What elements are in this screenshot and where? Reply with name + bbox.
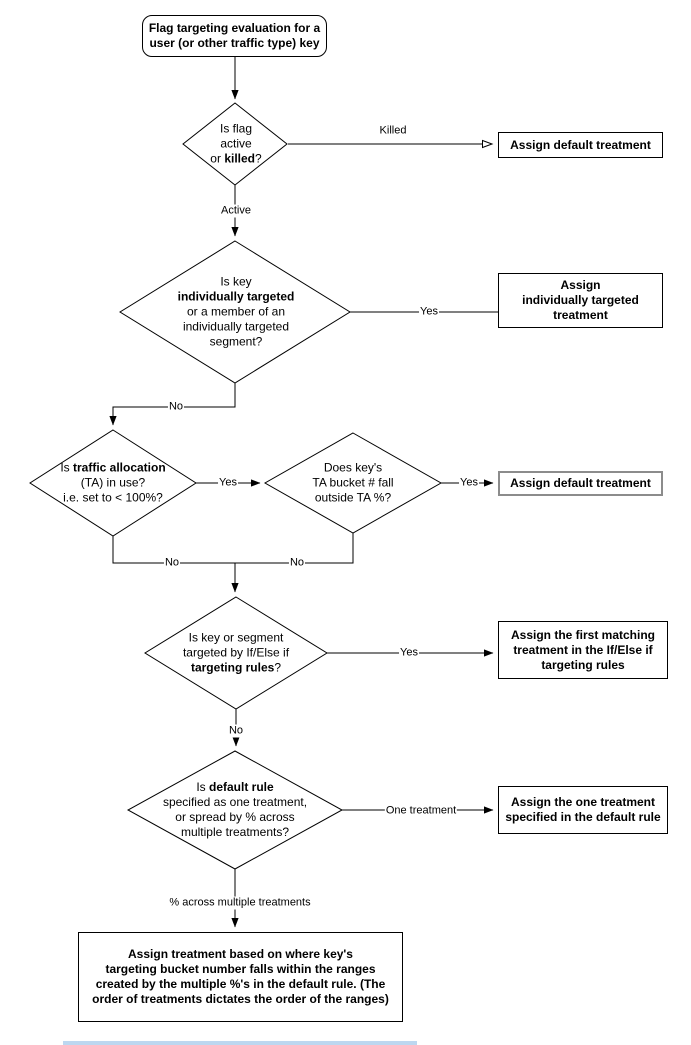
decision-traffic-allocation-shape xyxy=(29,429,197,537)
decision-flag-active-shape xyxy=(182,102,288,186)
edge-label-yes-ta: Yes xyxy=(218,476,238,490)
outcome-label: Assign treatment based on where key's ta… xyxy=(92,947,389,1006)
edge-label-yes-rules: Yes xyxy=(399,646,419,660)
outcome-default-treatment-killed: Assign default treatment xyxy=(498,132,663,158)
edge-no-ta-merge-left xyxy=(112,536,235,564)
edge-label-active: Active xyxy=(220,204,252,218)
edge-label-no-ta: No xyxy=(163,556,181,570)
edge-label-yes-bucket: Yes xyxy=(459,476,479,490)
outcome-one-treatment: Assign the one treatment specified in th… xyxy=(498,786,668,834)
decision-individually-targeted-shape xyxy=(119,240,351,384)
edge-label-no-individual: No xyxy=(167,400,185,414)
horizontal-scrollbar-thumb[interactable] xyxy=(63,1041,417,1045)
outcome-bucket-ranges: Assign treatment based on where key's ta… xyxy=(78,932,403,1022)
outcome-label: Assign the first matching treatment in t… xyxy=(510,627,656,672)
start-node-label: Flag targeting evaluation for a user (or… xyxy=(148,21,321,50)
outcome-label: Assign the one treatment specified in th… xyxy=(505,795,661,824)
edge-no-bucket-merge-right xyxy=(235,533,354,564)
decision-default-rule-shape xyxy=(126,750,344,870)
edge-label-pct-across: % across multiple treatments xyxy=(168,896,312,910)
start-node: Flag targeting evaluation for a user (or… xyxy=(142,15,327,57)
edge-label-no-rules: No xyxy=(227,724,245,738)
outcome-label: Assign default treatment xyxy=(510,476,651,490)
edge-label-killed: Killed xyxy=(378,124,408,138)
edge-label-one-treatment: One treatment xyxy=(384,804,458,818)
edge-label-no-bucket: No xyxy=(288,556,306,570)
outcome-default-treatment-ta: Assign default treatment xyxy=(498,471,663,496)
edge-label-yes-individual: Yes xyxy=(419,305,439,319)
outcome-first-matching-treatment: Assign the first matching treatment in t… xyxy=(498,621,668,679)
outcome-label: Assign default treatment xyxy=(510,137,651,152)
outcome-label: Assign individually targeted treatment xyxy=(522,278,639,322)
decision-ta-bucket-shape xyxy=(263,432,443,534)
outcome-individually-targeted-treatment: Assign individually targeted treatment xyxy=(498,273,663,328)
decision-targeting-rules-shape xyxy=(144,596,328,710)
